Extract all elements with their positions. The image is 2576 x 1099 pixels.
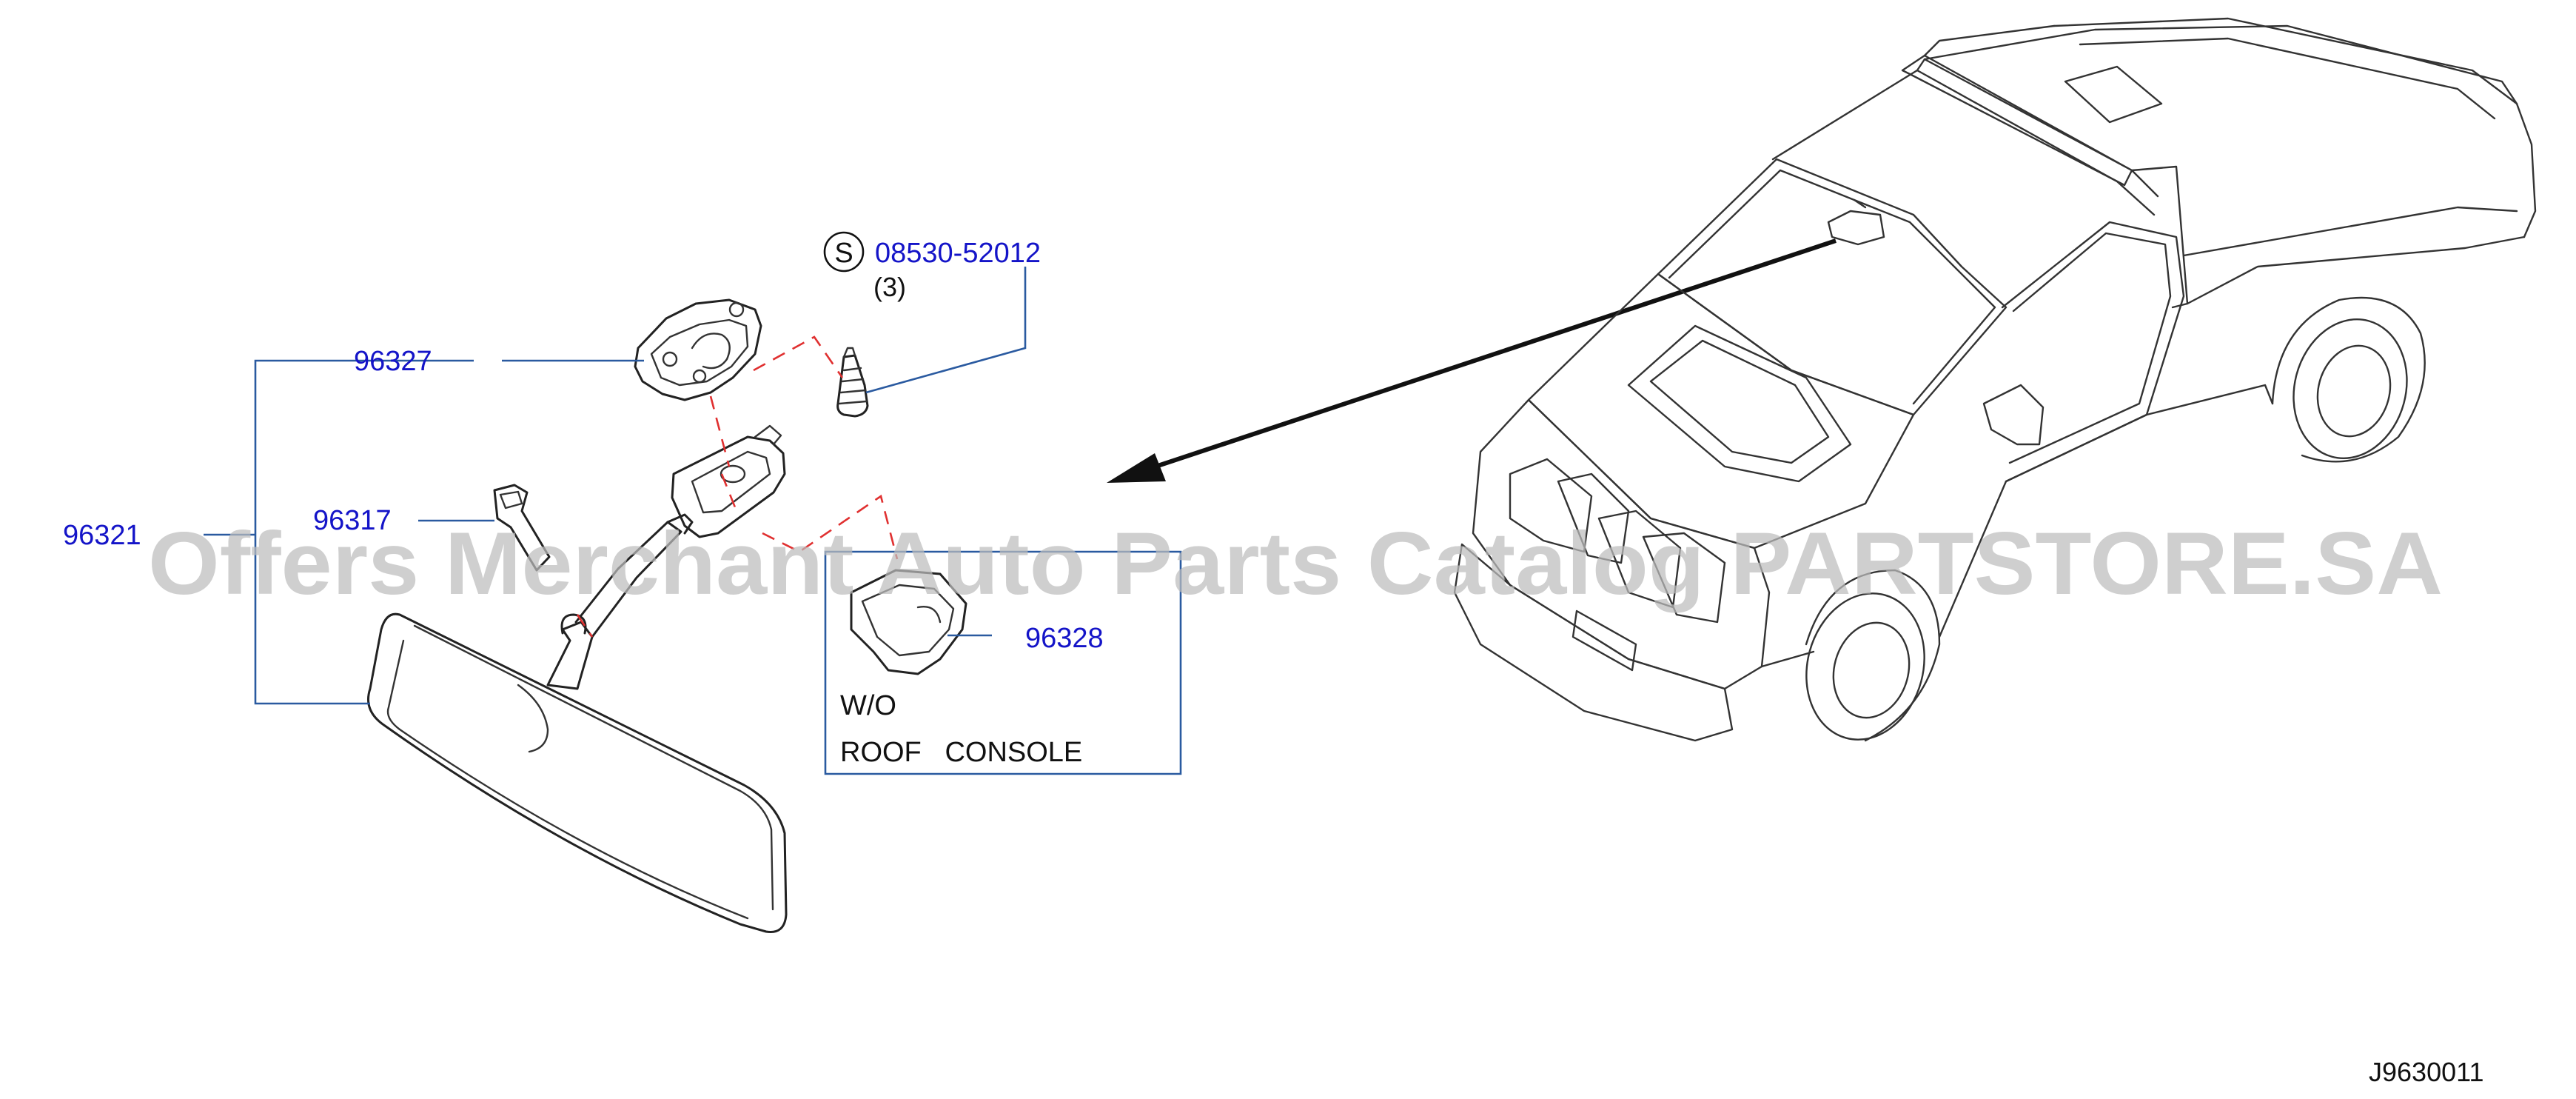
variant-line-1: W/O [840, 690, 896, 721]
mirror-base-bracket [671, 424, 786, 538]
arrow-head-icon [1107, 453, 1166, 483]
roof-console-cover-96328 [850, 569, 967, 675]
location-arrow [1107, 238, 1837, 483]
callout-96317[interactable]: 96317 [313, 505, 392, 536]
variant-box: W/O ROOF CONSOLE [824, 550, 1182, 775]
variant-line-2: ROOF CONSOLE [840, 737, 1082, 768]
screw-08530-52012 [836, 347, 869, 418]
watermark-text: Offers Merchant Auto Parts Catalog PARTS… [148, 514, 2443, 613]
mount-plate-96327 [634, 298, 762, 401]
callout-96321[interactable]: 96321 [63, 520, 141, 551]
callout-96327[interactable]: 96327 [354, 346, 432, 377]
mirror-body [367, 612, 788, 934]
rear-view-mirror-assembly [367, 424, 788, 934]
callout-08530-52012[interactable]: 08530-52012 [875, 238, 1041, 269]
dashed-assembly-lines [576, 335, 899, 638]
screw-callout[interactable]: S 08530-52012 (3) [823, 231, 1041, 302]
screw-symbol-letter: S [834, 238, 853, 269]
mirror-clip-96317 [493, 484, 551, 572]
leader-lines [204, 267, 1027, 705]
diagram-code: J9630011 [2369, 1057, 2483, 1087]
screw-quantity: (3) [873, 272, 906, 302]
standard-part-symbol-icon [823, 231, 865, 273]
pickup-truck-illustration [1453, 17, 2537, 742]
callout-96328[interactable]: 96328 [1025, 623, 1104, 654]
